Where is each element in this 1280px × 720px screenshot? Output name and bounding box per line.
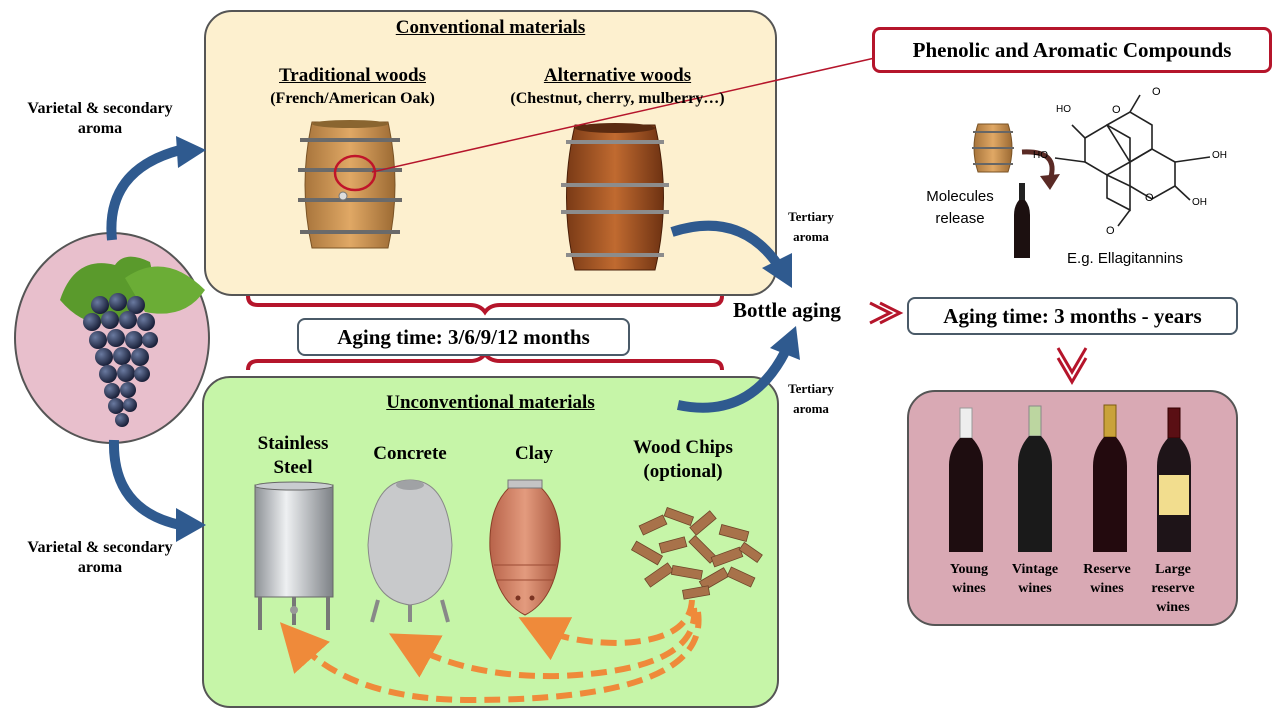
aging-time-bottle-box: Aging time: 3 months - years bbox=[907, 297, 1238, 335]
alternative-woods-subtitle: (Chestnut, cherry, mulberry…) bbox=[510, 90, 725, 107]
varietal-aroma-top: Varietal & secondary aroma bbox=[27, 100, 173, 137]
vintage-wine-bottle bbox=[1018, 405, 1052, 552]
small-bottle-illustration bbox=[1014, 183, 1030, 258]
small-barrel-illustration bbox=[972, 123, 1014, 173]
atom-label-oh-bottom: OH bbox=[1192, 197, 1207, 208]
atom-label-ho-top: HO bbox=[1056, 104, 1071, 115]
reserve-wines-label: Reserve wines bbox=[1083, 562, 1131, 596]
atom-label-oh-right: OH bbox=[1212, 150, 1227, 161]
clay-label: Clay bbox=[515, 443, 553, 464]
stainless-steel-tank-illustration bbox=[254, 481, 334, 630]
concrete-egg-illustration bbox=[367, 479, 453, 623]
chestnut-barrel-illustration bbox=[561, 123, 669, 271]
concrete-label: Concrete bbox=[373, 443, 447, 464]
aging-time-barrels-box: Aging time: 3/6/9/12 months bbox=[297, 318, 630, 356]
reserve-wine-bottle bbox=[1093, 404, 1127, 552]
grape-bunch-illustration bbox=[60, 256, 205, 427]
tertiary-aroma-top: Tertiary aroma bbox=[788, 209, 834, 244]
clay-amphora-illustration bbox=[489, 479, 561, 616]
conventional-panel bbox=[204, 10, 777, 296]
bottle-aging-label: Bottle aging bbox=[733, 298, 841, 322]
conventional-title: Conventional materials bbox=[395, 17, 586, 38]
young-wine-bottle bbox=[949, 407, 983, 552]
atom-label-o-upper-ring: O bbox=[1112, 104, 1121, 116]
atom-label-o-bottom: O bbox=[1106, 225, 1115, 237]
young-wines-label: Young wines bbox=[949, 562, 989, 596]
tertiary-aroma-bottom: Tertiary aroma bbox=[788, 381, 834, 416]
large-reserve-wines-label: Large reserve wines bbox=[1151, 562, 1195, 615]
stainless-steel-label: Stainless Steel bbox=[257, 433, 329, 478]
oak-barrel-illustration bbox=[298, 120, 402, 249]
ellagitannin-structure bbox=[1054, 94, 1211, 227]
large-reserve-wine-bottle bbox=[1157, 407, 1191, 552]
atom-label-ho-left: HO bbox=[1033, 150, 1048, 161]
alternative-woods-title: Alternative woods bbox=[543, 65, 692, 86]
atom-label-o-lower-ring: O bbox=[1145, 192, 1154, 204]
vintage-wines-label: Vintage wines bbox=[1011, 562, 1059, 596]
wood-chips-illustration bbox=[630, 506, 763, 600]
atom-label-o-top: O bbox=[1152, 86, 1161, 98]
traditional-woods-title: Traditional woods bbox=[279, 65, 426, 86]
wine-bottles-illustration bbox=[949, 404, 1191, 552]
traditional-woods-subtitle: (French/American Oak) bbox=[270, 90, 435, 107]
ellagitannins-label: E.g. Ellagitannins bbox=[1067, 250, 1183, 267]
varietal-aroma-bottom: Varietal & secondary aroma bbox=[27, 539, 173, 576]
unconventional-title: Unconventional materials bbox=[386, 392, 595, 413]
molecules-release-label: Molecules release bbox=[926, 188, 994, 227]
wood-chips-label: Wood Chips (optional) bbox=[633, 437, 733, 482]
phenolic-compounds-box: Phenolic and Aromatic Compounds bbox=[872, 27, 1272, 73]
